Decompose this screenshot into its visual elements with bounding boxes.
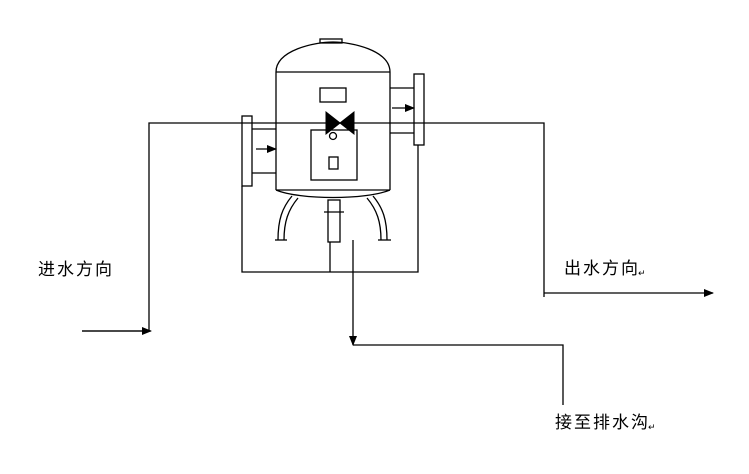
tank-shell	[275, 41, 391, 190]
main-process-line	[82, 122, 545, 332]
tank-top-cap	[319, 38, 343, 44]
leg-left-outer	[277, 195, 293, 241]
leg-left-inner	[283, 197, 299, 241]
drain-return-mark: ↵	[648, 423, 656, 433]
tank-legs	[275, 195, 391, 243]
tank-bottom	[275, 189, 391, 199]
outlet-return-mark: ↵	[638, 269, 646, 279]
outlet-direction-label: 出水方向	[564, 259, 640, 279]
leg-right-inner	[366, 197, 382, 241]
leg-right-outer	[372, 195, 388, 241]
drain-direction-text: 接至排水沟↵	[555, 413, 656, 433]
control-panel	[310, 129, 358, 181]
outlet-nozzle	[390, 73, 425, 146]
valve-icon	[325, 110, 355, 136]
outlet-flange	[413, 73, 425, 146]
panel-gauge	[328, 131, 338, 141]
panel-indicator	[328, 156, 339, 170]
drain-destination-label: 接至排水沟	[555, 413, 650, 433]
drain-line-to-trench	[353, 344, 564, 405]
inlet-nozzle	[241, 115, 276, 187]
tank-vessel	[275, 38, 391, 199]
inlet-flange	[241, 115, 253, 187]
center-drain-stub	[327, 199, 341, 243]
inlet-direction-label: 进水方向	[38, 260, 114, 280]
tank-nameplate	[319, 87, 347, 103]
outlet-direction-text: 出水方向↵	[564, 259, 646, 279]
